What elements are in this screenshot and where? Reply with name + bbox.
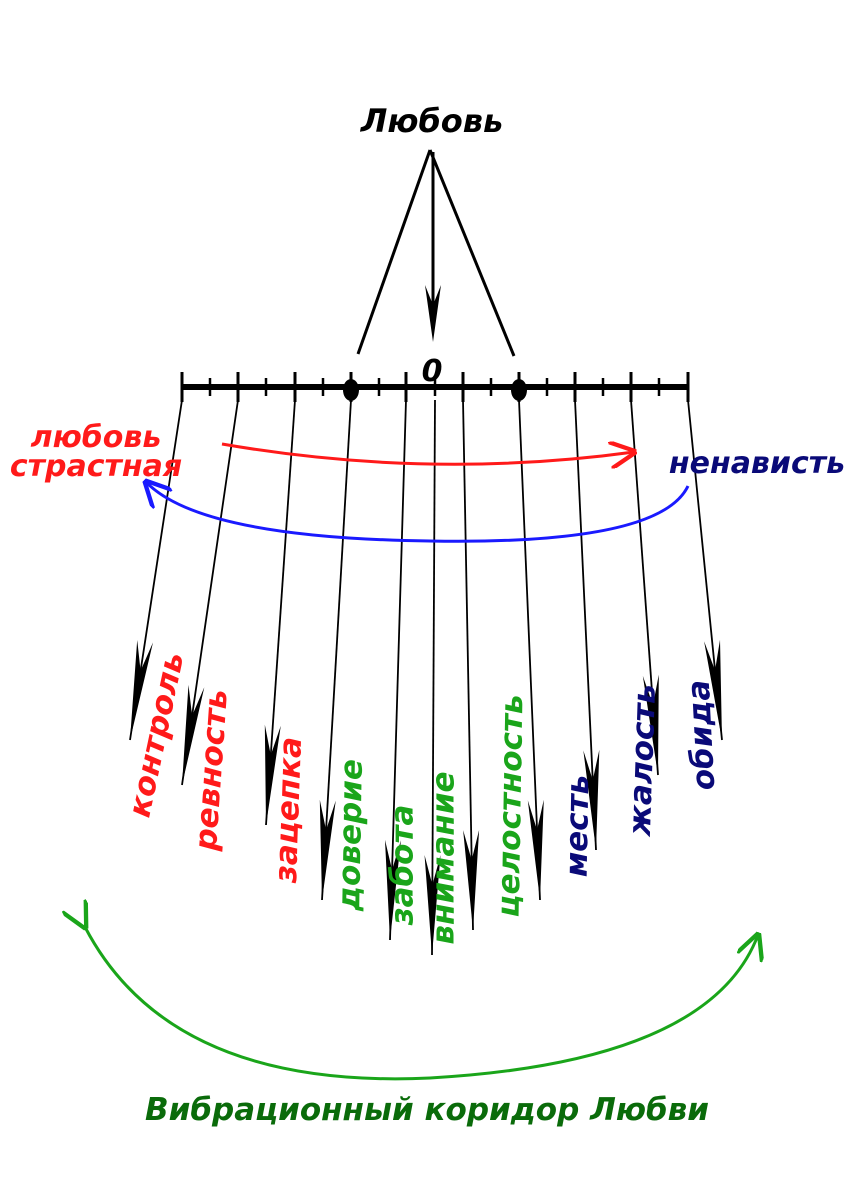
word-label-3: доверие — [331, 759, 370, 913]
scale-axis — [180, 372, 690, 402]
word-label-2: зацепка — [268, 736, 309, 884]
fan-arrowhead-0 — [130, 639, 154, 740]
fan-arrow-2 — [265, 399, 296, 826]
fan-arrowhead-1 — [182, 684, 205, 785]
fan-arrowhead-3 — [319, 799, 336, 900]
fan-arrow-5 — [431, 399, 436, 956]
left-label-line2: страстная — [10, 449, 182, 484]
fan-arrow-4 — [389, 399, 407, 941]
left-label-line1: любовь — [31, 420, 162, 455]
fan-arrowhead-10 — [704, 639, 722, 740]
title-lyubov: Любовь — [360, 102, 504, 140]
word-label-9: обида — [681, 679, 723, 791]
blue-arc-arrow — [146, 482, 690, 543]
arrow-fan — [129, 399, 723, 956]
fan-arrow-7 — [518, 399, 541, 901]
word-label-5: внимание — [426, 771, 462, 944]
title-branches — [356, 149, 516, 357]
word-label-0: контроль — [122, 649, 192, 820]
center-arrowhead — [425, 285, 441, 342]
left-marker-dot — [343, 379, 359, 401]
fan-arrowhead-7 — [527, 799, 544, 900]
fan-arrowhead-6 — [463, 829, 480, 930]
zero-label: 0 — [422, 354, 443, 389]
green-corridor-arc — [85, 927, 758, 1081]
fan-arrowhead-2 — [264, 724, 281, 825]
red-arc-arrow — [221, 444, 634, 464]
word-label-6: целостность — [491, 694, 531, 918]
fan-arrowhead-9 — [642, 674, 659, 775]
right-marker-dot — [511, 379, 527, 401]
right-label-hate: ненависть — [669, 446, 845, 481]
fan-arrowhead-8 — [583, 749, 600, 850]
bottom-caption: Вибрационный коридор Любви — [145, 1092, 709, 1128]
fan-arrow-3 — [321, 399, 352, 901]
word-label-7: месть — [559, 775, 597, 878]
fan-arrow-6 — [462, 399, 474, 931]
word-label-8: жалость — [622, 684, 663, 839]
fan-arrow-8 — [574, 399, 597, 851]
word-label-4: забота — [385, 805, 421, 927]
